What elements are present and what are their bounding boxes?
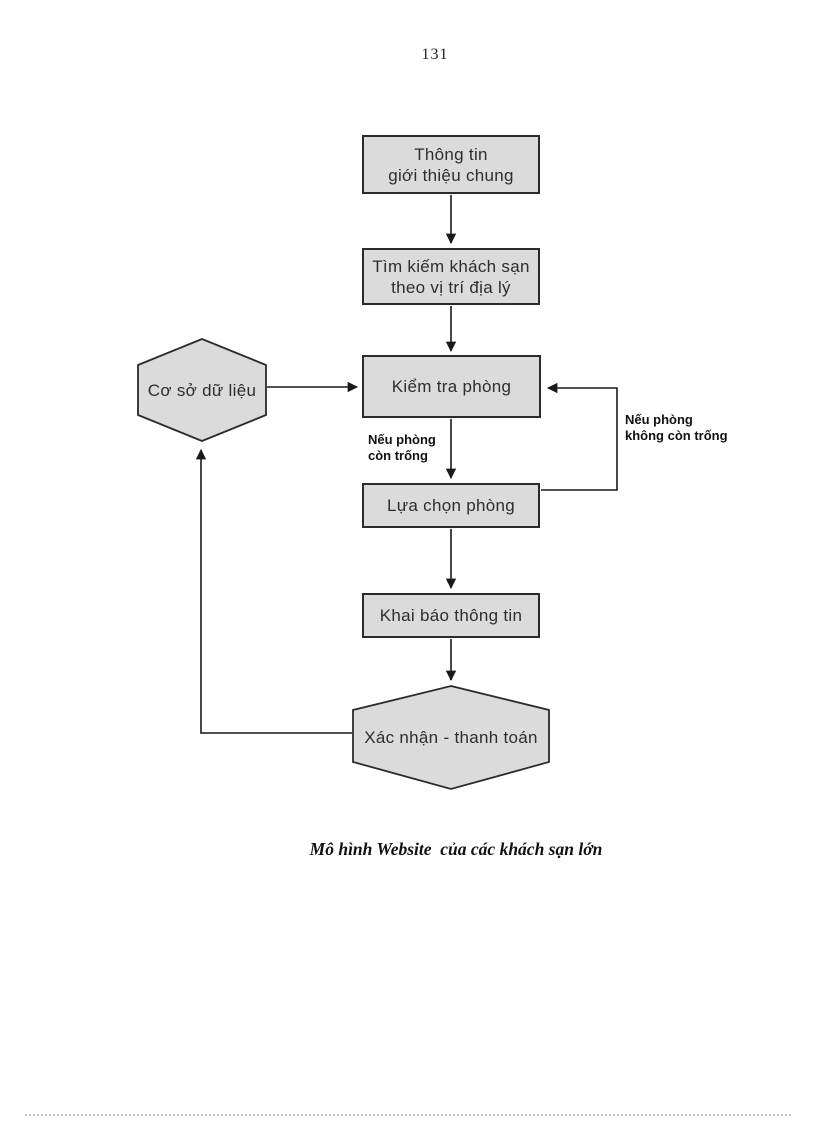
flow-node-tim-kiem-khach-san: Tìm kiếm khách sạn theo vị trí địa lý bbox=[362, 248, 540, 305]
arrow-confirm-loop-to-database bbox=[195, 448, 352, 734]
hexagon-shape bbox=[137, 338, 267, 442]
flow-node-co-so-du-lieu: Cơ sở dữ liệu bbox=[137, 338, 267, 442]
flow-node-label: Xác nhận - thanh toán bbox=[364, 728, 538, 747]
page-number: 131 bbox=[421, 46, 449, 63]
flow-node-kiem-tra-phong: Kiểm tra phòng bbox=[362, 355, 541, 418]
flow-node-thong-tin-gioi-thieu-chung: Thông tin giới thiệu chung bbox=[362, 135, 540, 194]
flow-node-label: Thông tin giới thiệu chung bbox=[388, 144, 514, 185]
flow-node-xac-nhan-thanh-toan: Xác nhận - thanh toán bbox=[352, 685, 550, 790]
hexagon-shape bbox=[352, 685, 550, 790]
flow-node-lua-chon-phong: Lựa chọn phòng bbox=[362, 483, 540, 528]
edge-label-neu-phong-con-trong: Nếu phòng còn trống bbox=[368, 432, 436, 463]
flow-node-label: Lựa chọn phòng bbox=[386, 496, 516, 515]
arrow-select-loop-to-check bbox=[541, 382, 618, 491]
edge-label-neu-phong-khong-con-trong: Nếu phòng không còn trống bbox=[625, 412, 728, 443]
figure-caption: Mô hình Website của các khách sạn lớn bbox=[309, 839, 603, 859]
flow-node-label: Cơ sở dữ liệu bbox=[147, 380, 257, 400]
flow-node-label: Khai báo thông tin bbox=[379, 606, 523, 625]
flow-node-label: Tìm kiếm khách sạn theo vị trí địa lý bbox=[372, 256, 530, 297]
footer-dotted-rule bbox=[25, 1114, 791, 1116]
flow-node-label: Kiểm tra phòng bbox=[391, 377, 512, 396]
flow-node-khai-bao-thong-tin: Khai báo thông tin bbox=[362, 593, 540, 638]
